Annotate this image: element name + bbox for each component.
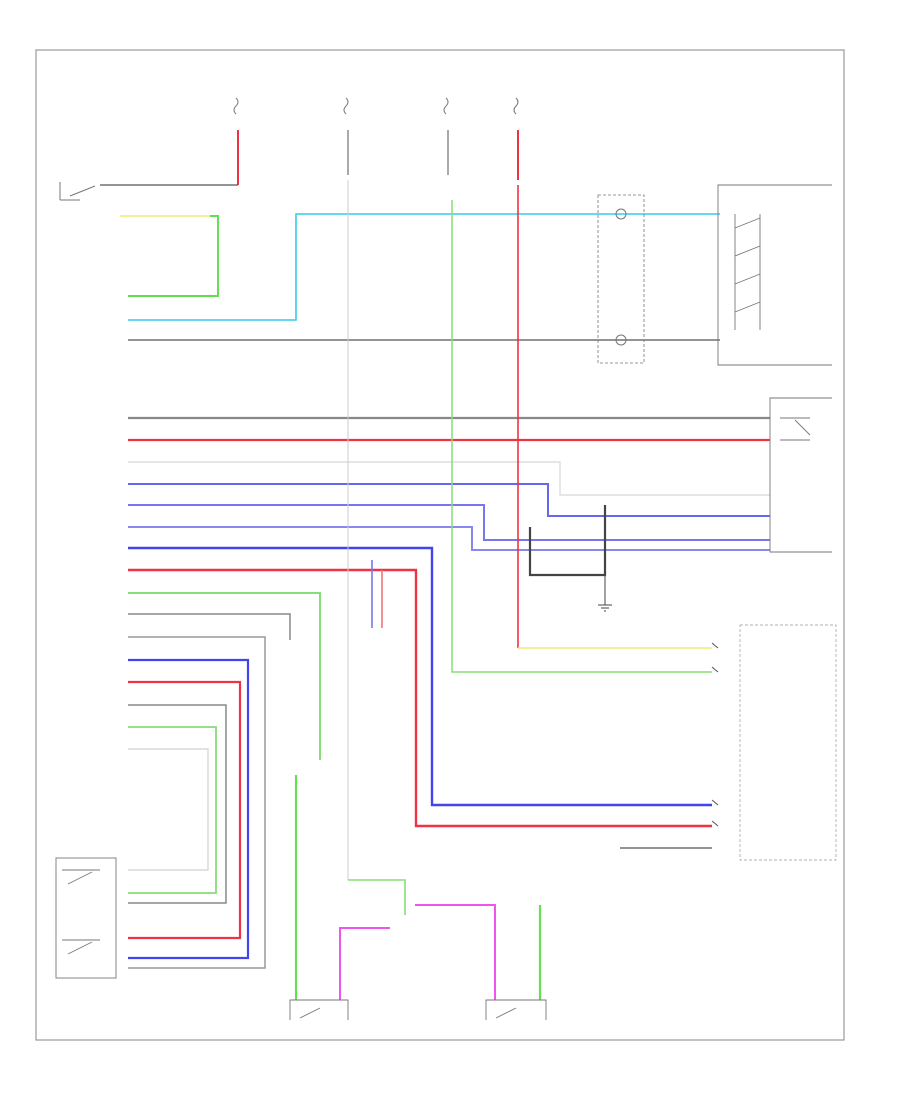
blue-wire-4 [128, 546, 712, 807]
clutch-switch [289, 999, 349, 1020]
green-clutch-wire [348, 879, 406, 915]
fuse-icon [233, 97, 239, 115]
spiral-cable-box [597, 194, 645, 364]
ecm-connector-box [55, 857, 117, 979]
white-wire-1 [128, 461, 770, 496]
ground-icon [598, 604, 612, 612]
switch-icon [734, 245, 761, 257]
pink-clutch-wire [339, 927, 390, 1000]
green-wire-1 [128, 592, 321, 760]
fuse-icon [513, 97, 519, 115]
diagram-frame [35, 49, 845, 1041]
gray-wire-4 [128, 704, 227, 904]
connector-icon [615, 208, 627, 220]
switch-icon [794, 419, 811, 436]
switch-icon [299, 1007, 321, 1019]
fuse-symbols [233, 97, 519, 115]
blue-wire-5 [128, 658, 250, 960]
cyan-steering-wire [128, 213, 720, 321]
terminal-markers [711, 642, 719, 827]
red-wire-3 [128, 680, 242, 940]
green-wire-2 [128, 726, 217, 894]
switch-icon [734, 273, 761, 285]
green-brake-wire [128, 215, 219, 297]
gray-wire-3 [128, 636, 266, 969]
white-wire-2 [128, 748, 209, 871]
fuse-feed-group [237, 130, 519, 185]
ascd-steering-switch [717, 184, 832, 366]
stop-light-switch [59, 182, 96, 201]
fuse-icon [443, 97, 449, 115]
connector-icon [615, 334, 627, 346]
gray-wire-2 [128, 613, 291, 640]
blue-wire-2 [128, 504, 770, 541]
switch-icon [734, 217, 761, 229]
blue-wire-1 [128, 483, 770, 517]
ground-splice-wire [528, 505, 607, 577]
ecm-dashed-box [739, 624, 837, 861]
pink-brake-wire [415, 904, 496, 1000]
switch-icon [67, 941, 93, 955]
switch-icon [69, 185, 96, 197]
blue-wire-3 [128, 526, 770, 551]
brake-switch [485, 999, 547, 1020]
stop-lamp-switch-box [769, 397, 832, 553]
red-wire-2 [128, 568, 712, 828]
switch-icon [495, 1007, 517, 1019]
switch-icon [734, 301, 761, 313]
fuse-icon [343, 97, 349, 115]
main-harness [128, 416, 770, 969]
green-horizontal-wire [451, 200, 712, 673]
switch-icon [67, 871, 93, 885]
